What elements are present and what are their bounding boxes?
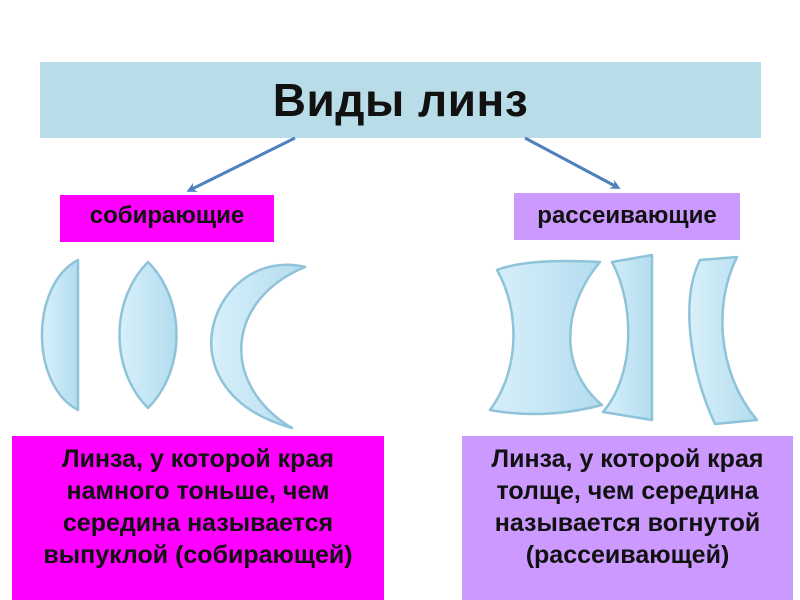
converging-description-box: Линза, у которой края намного тоньше, че… xyxy=(12,436,384,600)
diverging-meniscus-lens xyxy=(688,255,759,426)
diverging-description-box: Линза, у которой края толще, чем середин… xyxy=(462,436,793,600)
page-title: Виды линз xyxy=(272,74,529,126)
diverging-description: Линза, у которой края толще, чем середин… xyxy=(491,445,764,569)
biconvex-lens xyxy=(118,260,178,410)
diverging-label-box: рассеивающие xyxy=(514,193,740,240)
biconcave-lens xyxy=(488,259,604,416)
converging-label-box: собирающие xyxy=(60,195,274,242)
converging-meniscus-lens xyxy=(210,263,307,430)
title-banner: Виды линз xyxy=(40,62,761,138)
converging-description: Линза, у которой края намного тоньше, че… xyxy=(43,445,353,569)
plano-concave-lens xyxy=(601,253,654,422)
converging-label: собирающие xyxy=(89,202,245,229)
plano-convex-lens xyxy=(40,258,80,412)
diverging-label: рассеивающие xyxy=(537,202,717,229)
